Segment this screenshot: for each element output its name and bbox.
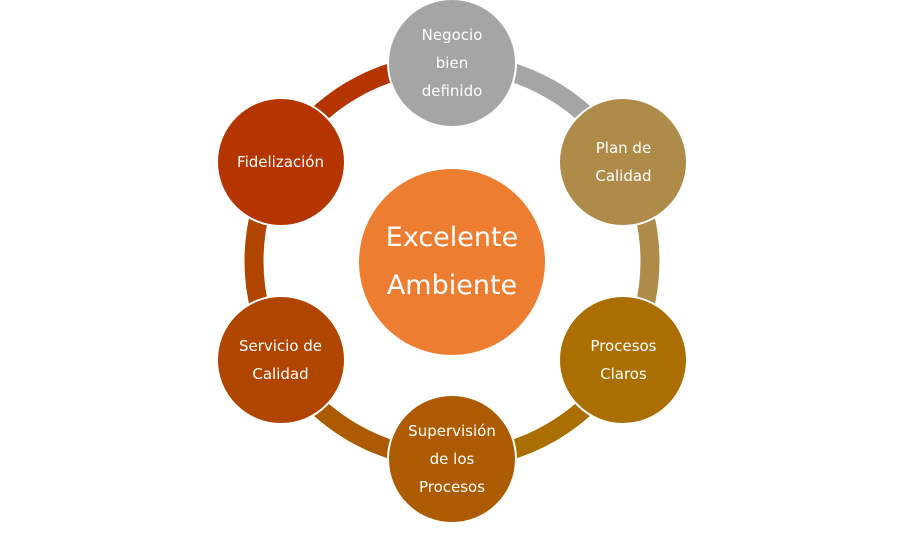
node-label-line: Claros (600, 365, 647, 383)
node-label-line: Plan de (595, 139, 652, 157)
center-node: Excelente Ambiente (359, 169, 545, 355)
node-label-line: Fidelización (237, 153, 324, 171)
node-label-line: bien (435, 54, 469, 72)
node-label-line: Negocio (421, 26, 483, 44)
node-negocio-bien-definido: Negocio bien definido (387, 0, 517, 128)
node-label-line: de los (429, 450, 475, 468)
node-fidelizacion: Fidelización (215, 97, 346, 227)
center-label-line: Excelente (385, 222, 519, 253)
node-procesos-claros: Procesos Claros (558, 295, 689, 425)
node-label-line: Calidad (252, 365, 309, 383)
node-servicio-de-calidad: Servicio de Calidad (215, 295, 346, 425)
node-label-line: definido (421, 82, 483, 100)
node-supervision-de-los-procesos: Supervisión de los Procesos (387, 394, 517, 524)
node-label-line: Procesos (590, 337, 657, 355)
node-plan-de-calidad: Plan de Calidad (558, 97, 689, 227)
node-label-line: Supervisión (408, 422, 496, 440)
node-label-line: Procesos (418, 478, 486, 496)
node-label-line: Calidad (595, 167, 652, 185)
node-label-line: Servicio de (238, 337, 323, 355)
center-label-line: Ambiente (386, 270, 518, 301)
